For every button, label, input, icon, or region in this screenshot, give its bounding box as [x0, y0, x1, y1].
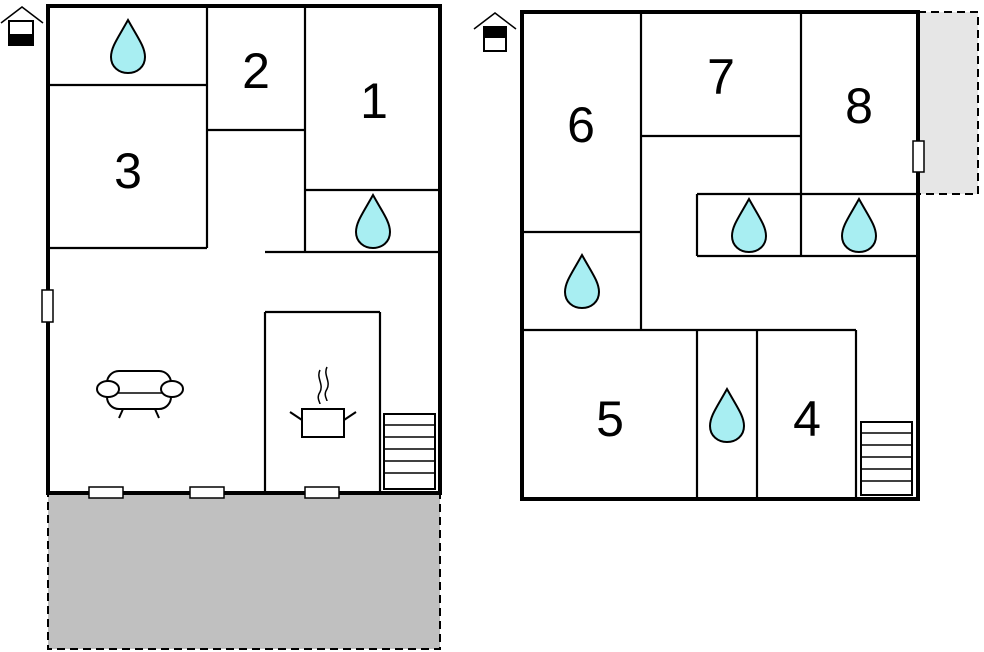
window: [41, 289, 54, 323]
ground-floor-outer-wall: [46, 4, 442, 495]
room-number-6: 6: [567, 97, 595, 153]
room-number-8: 8: [845, 78, 873, 134]
house-floor-icon: [0, 6, 44, 46]
water-drop-icon: [708, 386, 746, 444]
water-drop-icon: [840, 196, 878, 254]
water-drop-icon: [563, 252, 601, 310]
room-number-4: 4: [793, 391, 821, 447]
room-number-5: 5: [596, 391, 624, 447]
ground-floor-plan: 1 2 3: [0, 4, 442, 650]
stairs-icon: [383, 413, 436, 490]
upper-floor-plan: 4 5 6 7 8: [473, 10, 979, 501]
upper-floor-interior-walls: [524, 14, 916, 497]
window: [88, 486, 124, 499]
ground-floor-interior-walls: [50, 8, 438, 491]
window: [189, 486, 225, 499]
water-drop-icon: [354, 192, 392, 250]
water-drop-icon: [730, 196, 768, 254]
room-number-7: 7: [707, 49, 735, 105]
sofa-icon: [96, 370, 184, 419]
window: [304, 486, 340, 499]
room-number-2: 2: [242, 43, 270, 99]
room-number-3: 3: [114, 143, 142, 199]
upper-floor-outer-wall: [520, 10, 920, 501]
cooking-pot-icon: [289, 366, 357, 438]
house-floor-icon: [473, 12, 517, 52]
room-number-1: 1: [360, 73, 388, 129]
terrace: [47, 492, 441, 650]
balcony-door: [912, 140, 925, 173]
water-drop-icon: [109, 17, 147, 75]
stairs-icon: [860, 421, 913, 496]
balcony: [917, 11, 979, 195]
